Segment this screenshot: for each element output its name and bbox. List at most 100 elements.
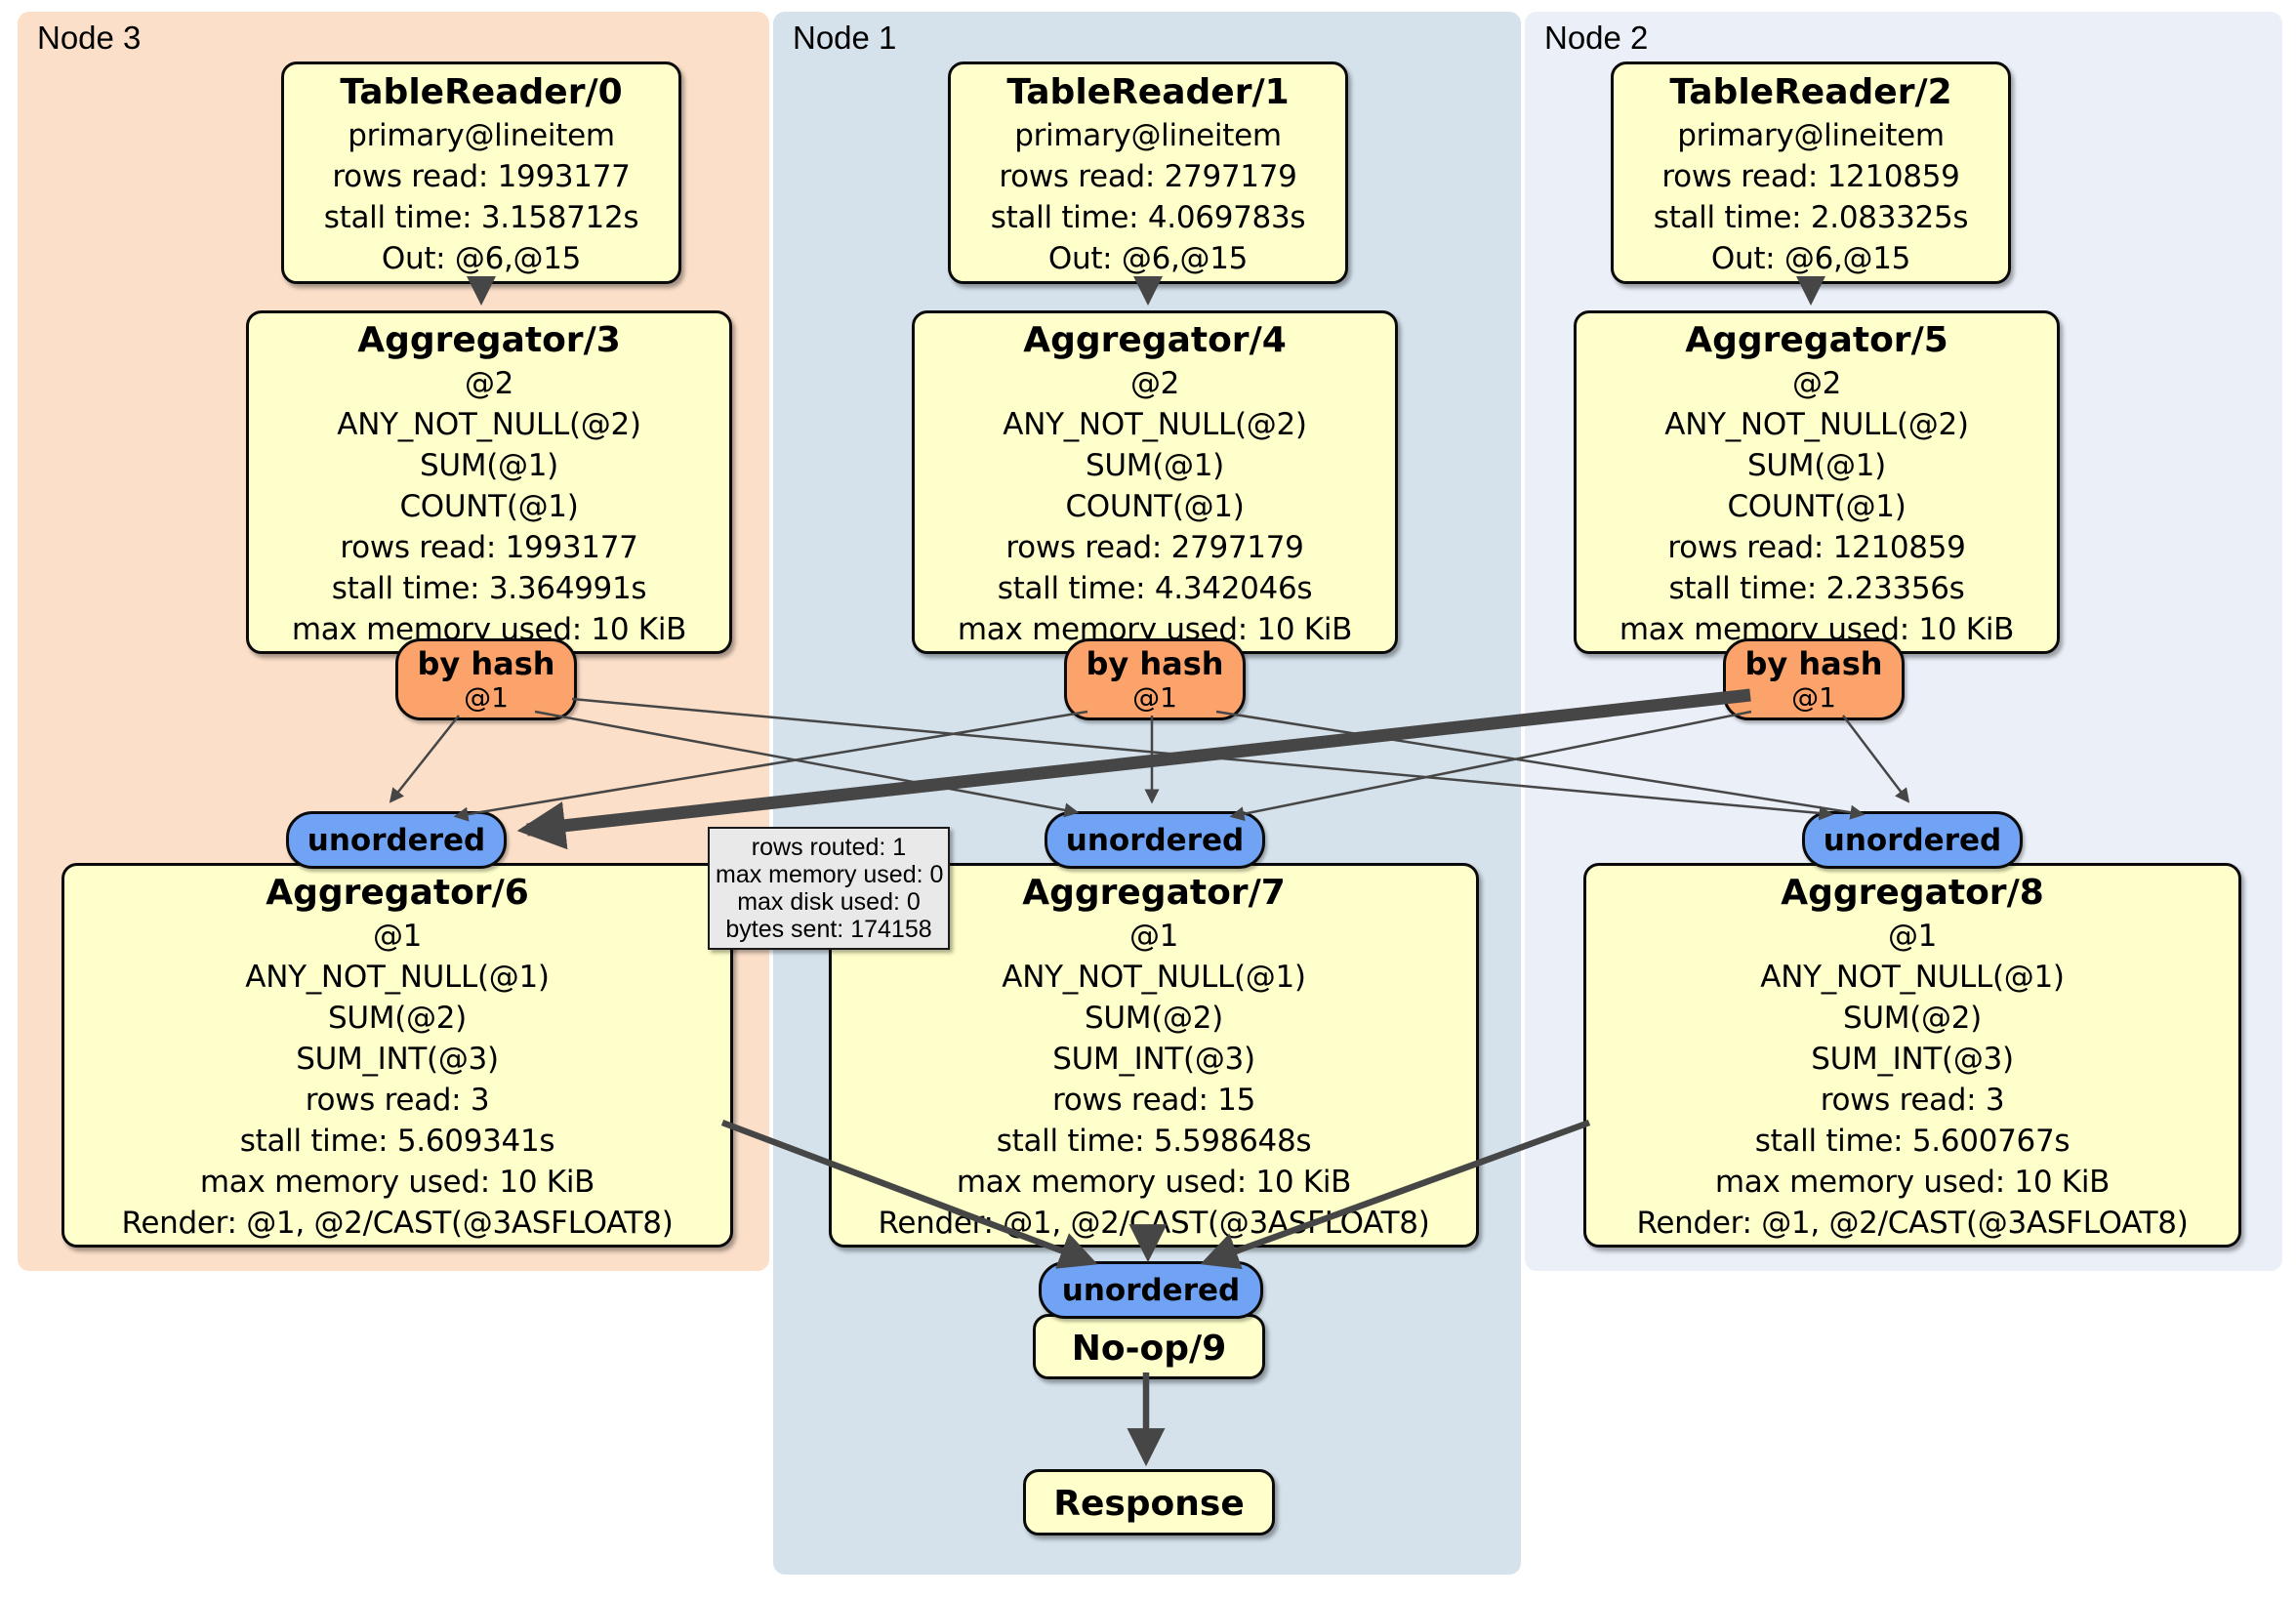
node-detail: Render: @1, @2/CAST(@3ASFLOAT8): [121, 1206, 674, 1241]
node-detail: rows read: 15: [1051, 1083, 1256, 1118]
node-detail: Out: @6,@15: [1710, 241, 1911, 276]
tooltip-line: bytes sent: 174158: [725, 916, 932, 943]
sync-unordered-node1[interactable]: unordered: [1045, 811, 1265, 869]
node-detail: ANY_NOT_NULL(@1): [1760, 960, 2065, 995]
region-node-2-label: Node 2: [1544, 20, 1649, 56]
router-columns: @1: [1791, 681, 1836, 714]
node-tablereader-2[interactable]: TableReader/2 primary@lineitem rows read…: [1611, 61, 2011, 284]
node-detail: rows read: 2797179: [999, 159, 1297, 194]
node-detail: @2: [464, 366, 514, 401]
node-detail: SUM(@2): [328, 1001, 467, 1036]
node-aggregator-8[interactable]: Aggregator/8 @1 ANY_NOT_NULL(@1) SUM(@2)…: [1583, 863, 2241, 1248]
node-detail: rows read: 1210859: [1661, 159, 1960, 194]
node-detail: max memory used: 10 KiB: [956, 1165, 1352, 1200]
node-detail: SUM_INT(@3): [1052, 1042, 1255, 1077]
node-title: Response: [1053, 1484, 1245, 1524]
router-columns: @1: [464, 681, 509, 714]
router-label: by hash: [417, 645, 555, 682]
node-detail: SUM(@1): [1747, 448, 1886, 483]
node-detail: primary@lineitem: [348, 118, 615, 153]
node-detail: rows read: 3: [305, 1083, 490, 1118]
node-detail: @1: [1887, 919, 1938, 954]
node-detail: SUM(@2): [1085, 1001, 1223, 1036]
node-aggregator-6[interactable]: Aggregator/6 @1 ANY_NOT_NULL(@1) SUM(@2)…: [62, 863, 733, 1248]
node-title: Aggregator/3: [357, 320, 621, 360]
node-detail: rows read: 1993177: [340, 530, 638, 565]
node-title: Aggregator/4: [1023, 320, 1287, 360]
node-detail: SUM(@1): [1086, 448, 1224, 483]
node-detail: stall time: 4.342046s: [997, 571, 1313, 606]
node-title: Aggregator/8: [1781, 873, 2044, 913]
sync-unordered-node2[interactable]: unordered: [1802, 811, 2023, 869]
node-detail: rows read: 3: [1820, 1083, 2005, 1118]
node-detail: ANY_NOT_NULL(@2): [1003, 407, 1307, 442]
node-detail: stall time: 5.598648s: [996, 1124, 1312, 1159]
node-detail: rows read: 1210859: [1667, 530, 1966, 565]
sync-unordered-final[interactable]: unordered: [1039, 1261, 1263, 1319]
router-by-hash-node2[interactable]: by hash @1: [1723, 638, 1905, 720]
node-detail: stall time: 5.609341s: [239, 1124, 555, 1159]
node-detail: rows read: 2797179: [1005, 530, 1304, 565]
router-label: by hash: [1086, 645, 1224, 682]
node-tablereader-0[interactable]: TableReader/0 primary@lineitem rows read…: [281, 61, 681, 284]
router-by-hash-node3[interactable]: by hash @1: [395, 638, 577, 720]
node-detail: Render: @1, @2/CAST(@3ASFLOAT8): [878, 1206, 1430, 1241]
router-label: by hash: [1744, 645, 1883, 682]
node-noop-9[interactable]: No-op/9: [1033, 1314, 1265, 1379]
node-detail: COUNT(@1): [399, 489, 579, 524]
node-detail: stall time: 3.364991s: [331, 571, 647, 606]
node-aggregator-4[interactable]: Aggregator/4 @2 ANY_NOT_NULL(@2) SUM(@1)…: [912, 310, 1398, 654]
region-node-3-label: Node 3: [37, 20, 142, 56]
region-node-1-label: Node 1: [793, 20, 897, 56]
node-title: No-op/9: [1071, 1328, 1227, 1369]
node-detail: COUNT(@1): [1065, 489, 1245, 524]
node-detail: stall time: 4.069783s: [990, 200, 1306, 235]
node-detail: stall time: 3.158712s: [323, 200, 639, 235]
sync-label: unordered: [307, 822, 486, 858]
tooltip-line: max disk used: 0: [737, 888, 921, 916]
node-title: Aggregator/5: [1685, 320, 1948, 360]
node-detail: COUNT(@1): [1727, 489, 1906, 524]
node-detail: primary@lineitem: [1014, 118, 1282, 153]
tooltip-line: max memory used: 0: [716, 861, 944, 888]
node-detail: @2: [1129, 366, 1180, 401]
node-aggregator-3[interactable]: Aggregator/3 @2 ANY_NOT_NULL(@2) SUM(@1)…: [246, 310, 732, 654]
node-detail: SUM(@1): [420, 448, 558, 483]
node-detail: SUM(@2): [1843, 1001, 1982, 1036]
sync-unordered-node3[interactable]: unordered: [286, 811, 507, 869]
node-detail: stall time: 2.23356s: [1668, 571, 1965, 606]
node-detail: SUM_INT(@3): [296, 1042, 499, 1077]
router-columns: @1: [1132, 681, 1177, 714]
node-detail: @1: [1128, 919, 1179, 954]
node-detail: ANY_NOT_NULL(@2): [337, 407, 641, 442]
node-detail: Render: @1, @2/CAST(@3ASFLOAT8): [1636, 1206, 2189, 1241]
node-detail: max memory used: 10 KiB: [1714, 1165, 2111, 1200]
node-detail: stall time: 2.083325s: [1653, 200, 1969, 235]
node-title: TableReader/0: [340, 72, 623, 112]
node-detail: ANY_NOT_NULL(@1): [1002, 960, 1306, 995]
node-detail: stall time: 5.600767s: [1754, 1124, 2070, 1159]
node-detail: SUM_INT(@3): [1811, 1042, 2014, 1077]
node-detail: @2: [1791, 366, 1842, 401]
node-response[interactable]: Response: [1023, 1469, 1275, 1536]
node-detail: ANY_NOT_NULL(@1): [245, 960, 550, 995]
node-detail: rows read: 1993177: [332, 159, 631, 194]
sync-label: unordered: [1823, 822, 2002, 858]
node-detail: ANY_NOT_NULL(@2): [1664, 407, 1969, 442]
node-title: TableReader/2: [1669, 72, 1952, 112]
node-tablereader-1[interactable]: TableReader/1 primary@lineitem rows read…: [948, 61, 1348, 284]
router-by-hash-node1[interactable]: by hash @1: [1064, 638, 1246, 720]
sync-label: unordered: [1061, 1272, 1241, 1308]
node-detail: Out: @6,@15: [1047, 241, 1249, 276]
sync-label: unordered: [1065, 822, 1245, 858]
node-title: Aggregator/7: [1022, 873, 1286, 913]
node-detail: max memory used: 10 KiB: [199, 1165, 595, 1200]
tooltip-line: rows routed: 1: [751, 834, 907, 861]
node-title: Aggregator/6: [266, 873, 529, 913]
node-title: TableReader/1: [1006, 72, 1290, 112]
node-detail: primary@lineitem: [1677, 118, 1945, 153]
node-detail: Out: @6,@15: [381, 241, 582, 276]
node-aggregator-5[interactable]: Aggregator/5 @2 ANY_NOT_NULL(@2) SUM(@1)…: [1574, 310, 2060, 654]
stream-stats-tooltip: rows routed: 1 max memory used: 0 max di…: [708, 827, 950, 950]
